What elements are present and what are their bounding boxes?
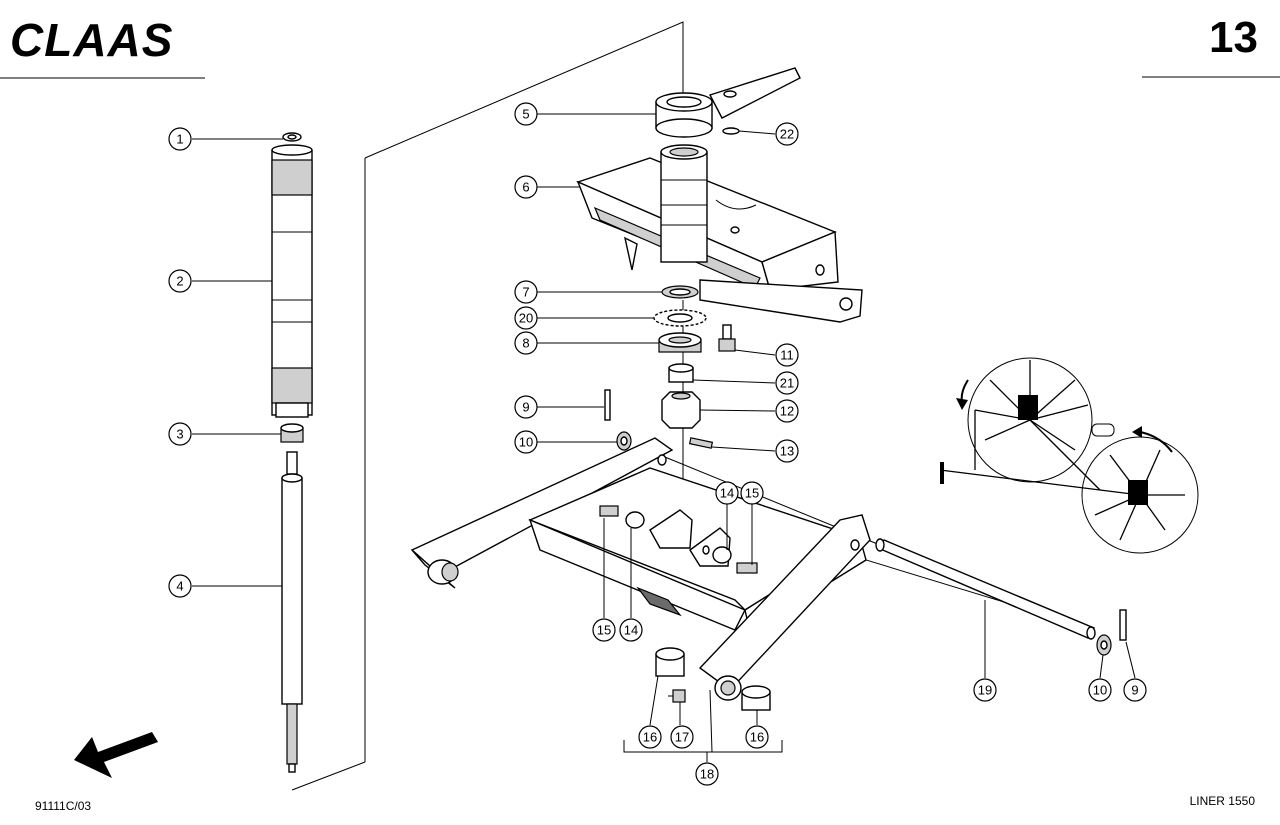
callout-leaders (192, 113, 1136, 762)
callout-15-top: 15 (740, 481, 764, 505)
callout-11: 11 (775, 343, 799, 367)
svg-text:10: 10 (1093, 683, 1107, 698)
svg-text:22: 22 (780, 127, 794, 142)
part-14-bush-b (712, 546, 732, 564)
part-12-hex-sleeve (661, 391, 701, 429)
callout-16-right: 16 (745, 725, 769, 749)
svg-text:12: 12 (780, 404, 794, 419)
svg-text:7: 7 (522, 285, 529, 300)
callout-6: 6 (514, 175, 538, 199)
arrow-down-left-icon (74, 732, 158, 778)
callout-16-left: 16 (638, 725, 662, 749)
brand-logo: CLAAS (10, 14, 173, 66)
callout-5: 5 (514, 102, 538, 126)
part-16-bush-right (741, 685, 771, 711)
svg-text:9: 9 (1131, 683, 1138, 698)
svg-text:14: 14 (720, 486, 734, 501)
callout-2: 2 (168, 269, 192, 293)
callout-8: 8 (514, 331, 538, 355)
svg-text:1: 1 (176, 132, 183, 147)
page-number: 13 (1209, 13, 1258, 62)
svg-text:5: 5 (522, 107, 529, 122)
callout-14-bottom: 14 (619, 618, 643, 642)
left-shaft-assembly (271, 132, 313, 773)
svg-text:15: 15 (745, 486, 759, 501)
brand-logo-text: CLAAS (10, 14, 173, 66)
part-19-axle (875, 538, 1096, 640)
model-name: LINER 1550 (1190, 794, 1256, 808)
part-6-housing (576, 144, 863, 323)
svg-text:20: 20 (519, 311, 533, 326)
callout-15-bottom: 15 (592, 618, 616, 642)
callout-3: 3 (168, 422, 192, 446)
part-16-bush-left (655, 647, 685, 677)
callout-10: 10 (514, 430, 538, 454)
callout-17: 17 (670, 725, 694, 749)
svg-text:17: 17 (675, 730, 689, 745)
svg-text:9: 9 (522, 400, 529, 415)
part-13-spring-pin (688, 437, 714, 449)
callout-19: 19 (973, 678, 997, 702)
part-15-bolt-b (736, 562, 758, 574)
callout-1: 1 (168, 127, 192, 151)
callout-22: 22 (775, 122, 799, 146)
callout-7: 7 (514, 280, 538, 304)
callout-12: 12 (775, 399, 799, 423)
part-17-grease-nipple (668, 689, 686, 703)
main-frame (410, 437, 871, 701)
drawing-code: 91111C/03 (35, 799, 91, 813)
part-4-shaft (281, 451, 303, 773)
part-9-pin (604, 389, 611, 421)
svg-text:10: 10 (519, 435, 533, 450)
svg-text:4: 4 (176, 579, 183, 594)
svg-text:6: 6 (522, 180, 529, 195)
svg-text:13: 13 (780, 444, 794, 459)
callout-9: 9 (514, 395, 538, 419)
svg-text:16: 16 (750, 730, 764, 745)
svg-text:8: 8 (522, 336, 529, 351)
part-15-bolt-a (599, 505, 619, 517)
part-22-washer (722, 127, 740, 135)
callout-4: 4 (168, 574, 192, 598)
svg-text:11: 11 (780, 348, 794, 363)
part-9-pin-right (1119, 609, 1127, 641)
part-21-bushing (668, 363, 694, 383)
svg-text:3: 3 (176, 427, 183, 442)
part-2-splined-shaft (271, 144, 313, 418)
callout-10-right: 10 (1088, 678, 1112, 702)
part-8-nut (658, 332, 702, 353)
svg-text:16: 16 (643, 730, 657, 745)
callout-20: 20 (514, 306, 538, 330)
svg-text:2: 2 (176, 274, 183, 289)
part-5-arm-clamp (655, 67, 801, 138)
callout-bubbles: 1 2 3 4 5 6 7 20 8 9 10 11 21 12 13 14 1… (168, 102, 1147, 786)
part-11-bolt (718, 324, 736, 352)
callout-13: 13 (775, 439, 799, 463)
svg-text:14: 14 (624, 623, 638, 638)
callout-9-right: 9 (1123, 678, 1147, 702)
svg-text:18: 18 (700, 767, 714, 782)
part-14-bush-a (625, 511, 645, 529)
svg-text:19: 19 (978, 683, 992, 698)
part-3-ring (280, 423, 304, 443)
callout-14-top: 14 (715, 481, 739, 505)
rake-overview-icon (939, 357, 1199, 554)
svg-text:15: 15 (597, 623, 611, 638)
svg-text:21: 21 (780, 376, 794, 391)
callout-18: 18 (695, 762, 719, 786)
callout-21: 21 (775, 371, 799, 395)
